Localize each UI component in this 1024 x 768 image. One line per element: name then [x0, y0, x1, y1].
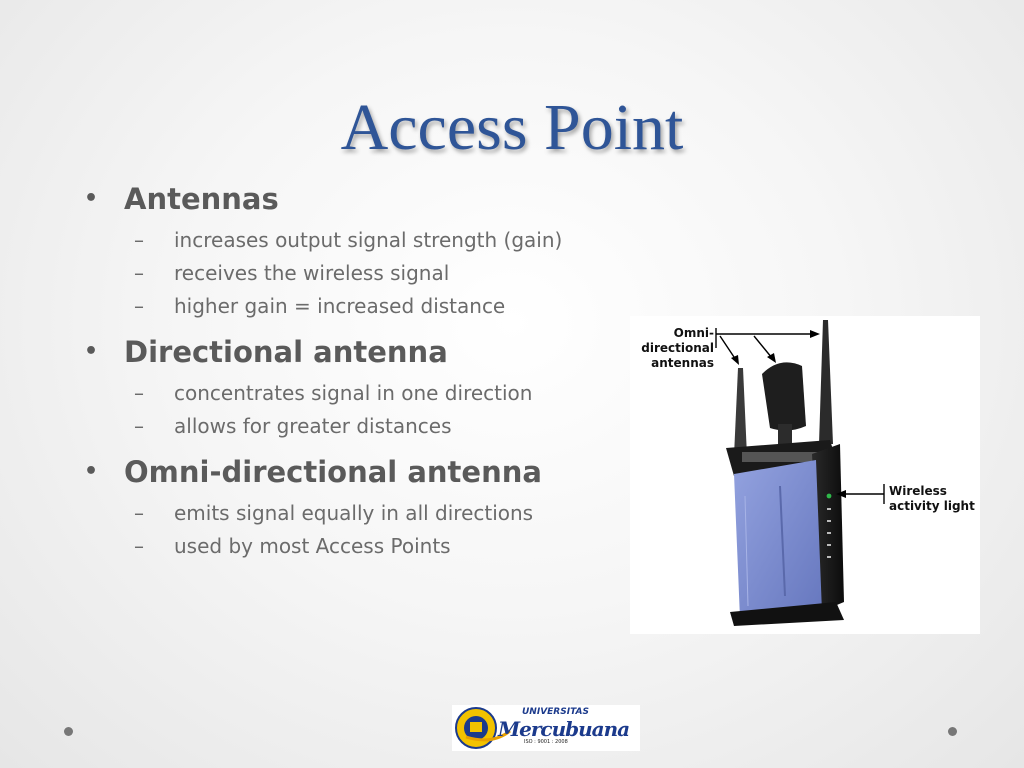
callout-line: [753, 335, 773, 359]
omni-directional-antennas-label: Omni- directional antennas: [641, 326, 714, 370]
status-led: [827, 508, 831, 510]
bullet-heading: Antennas: [124, 182, 279, 216]
wireless-activity-light-label: Wireless activity light: [889, 484, 975, 513]
bullet-directional-antenna: • Directional antenna: [84, 333, 624, 371]
list-item: – allows for greater distances: [84, 410, 624, 443]
bullet-heading: Directional antenna: [124, 335, 448, 369]
bullet-dot: •: [84, 459, 99, 484]
list-item: – increases output signal strength (gain…: [84, 224, 624, 257]
list-item: – used by most Access Points: [84, 530, 624, 563]
dash-marker: –: [134, 501, 144, 525]
list-item-text: receives the wireless signal: [174, 261, 450, 285]
antenna-left: [734, 368, 747, 456]
list-item: – emits signal equally in all directions: [84, 497, 624, 530]
callout-line: [719, 335, 737, 361]
list-item-text: concentrates signal in one direction: [174, 381, 533, 405]
list-item-text: increases output signal strength (gain): [174, 228, 563, 252]
bullet-dot: •: [84, 339, 99, 364]
arrow-head: [731, 355, 739, 365]
arrow-head: [810, 330, 820, 338]
arrow-head: [836, 490, 846, 498]
front-detail: [744, 495, 749, 607]
dash-marker: –: [134, 294, 144, 318]
status-led: [827, 556, 831, 558]
bullet-heading: Omni-directional antenna: [124, 455, 542, 489]
dash-marker: –: [134, 414, 144, 438]
bullet-list: • Antennas – increases output signal str…: [84, 180, 624, 573]
status-led: [827, 532, 831, 534]
slide-title: Access Point: [340, 91, 684, 164]
list-item: – concentrates signal in one direction: [84, 377, 624, 410]
university-logo: UNIVERSITAS Mercubuana ISO : 9001 : 2008: [452, 705, 640, 751]
list-item: – higher gain = increased distance: [84, 290, 624, 323]
list-item-text: higher gain = increased distance: [174, 294, 506, 318]
antenna-directional: [762, 362, 806, 431]
footer-dot-left: [64, 727, 73, 736]
bullet-omni-directional-antenna: • Omni-directional antenna: [84, 453, 624, 491]
sub-list-directional: – concentrates signal in one direction –…: [84, 377, 624, 443]
footer-dot-right: [948, 727, 957, 736]
router-figure: Omni- directional antennas Wireless acti…: [630, 316, 980, 634]
status-led: [827, 520, 831, 522]
front-detail: [779, 485, 786, 597]
dash-marker: –: [134, 228, 144, 252]
dash-marker: –: [134, 261, 144, 285]
list-item-text: used by most Access Points: [174, 534, 451, 558]
university-seal-icon: [455, 707, 511, 749]
list-item-text: emits signal equally in all directions: [174, 501, 534, 525]
router-illustration: [715, 320, 885, 626]
list-item: – receives the wireless signal: [84, 257, 624, 290]
logo-word-main: Mercubuana: [498, 717, 630, 741]
arrow-head: [767, 353, 776, 363]
logo-word-top: UNIVERSITAS: [522, 707, 589, 717]
bullet-antennas: • Antennas: [84, 180, 624, 218]
router-front: [734, 460, 822, 618]
dash-marker: –: [134, 381, 144, 405]
wireless-activity-led: [826, 493, 832, 499]
sub-list-antennas: – increases output signal strength (gain…: [84, 224, 624, 323]
list-item-text: allows for greater distances: [174, 414, 452, 438]
dash-marker: –: [134, 534, 144, 558]
logo-certification: ISO : 9001 : 2008: [524, 739, 568, 745]
antenna-right: [819, 320, 833, 444]
bullet-dot: •: [84, 186, 99, 211]
router-stand: [730, 602, 844, 626]
router-grill: [742, 452, 820, 462]
antenna-mount: [778, 424, 792, 446]
status-led: [827, 544, 831, 546]
sub-list-omni: – emits signal equally in all directions…: [84, 497, 624, 563]
